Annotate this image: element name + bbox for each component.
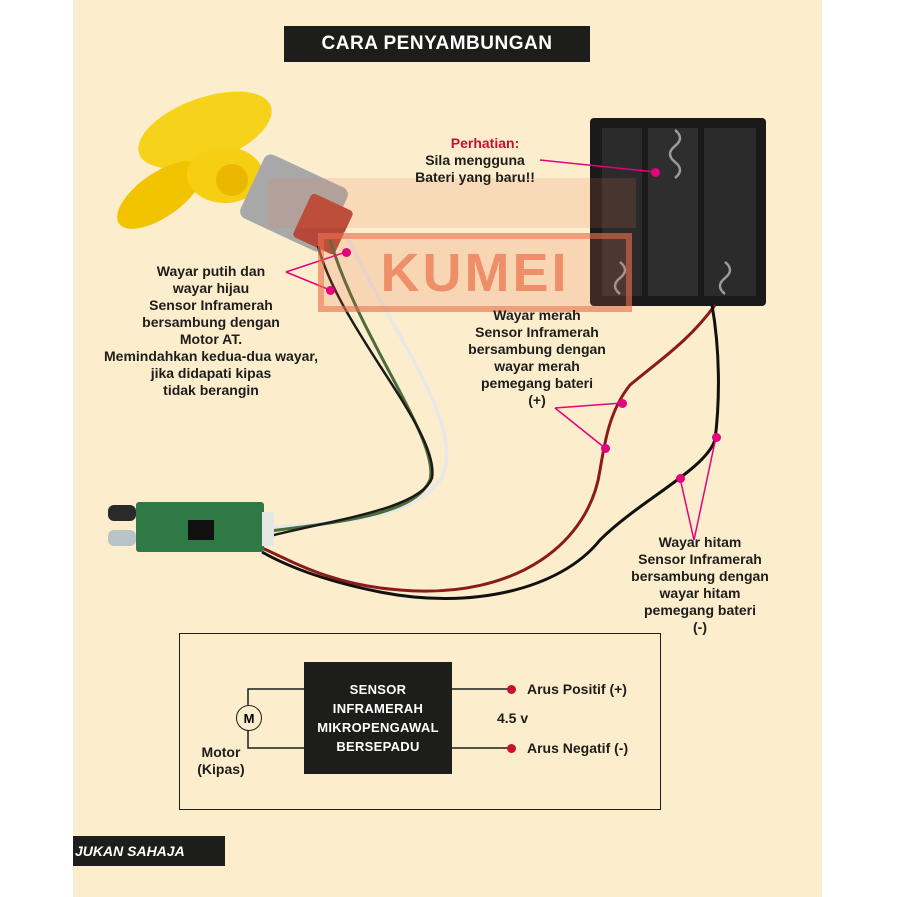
positive-terminal <box>507 685 516 694</box>
motor-icon <box>240 154 353 255</box>
black-wire-note: Wayar hitam Sensor Inframerah bersambung… <box>631 534 769 635</box>
positive-label: Arus Positif (+) <box>527 681 627 697</box>
pointer-dot <box>326 286 335 295</box>
pointer-dot <box>342 248 351 257</box>
watermark: KUMEI <box>318 233 632 312</box>
attention-heading: Perhatian: <box>450 135 520 151</box>
negative-terminal <box>507 744 516 753</box>
pointer-dot <box>651 168 660 177</box>
red-wire <box>261 304 717 593</box>
fan-icon <box>117 91 272 229</box>
negative-label: Arus Negatif (-) <box>527 740 629 756</box>
attention-body: Sila mengguna Bateri yang baru!! <box>415 152 535 185</box>
pointer-dot <box>618 399 627 408</box>
footer-banner: JUKAN SAHAJA <box>73 836 225 866</box>
pointer-dot <box>676 474 685 483</box>
black-wire <box>261 304 720 600</box>
pointer-dot <box>601 444 610 453</box>
white-green-wire-note: Wayar putih dan wayar hijau Sensor Infra… <box>104 263 318 398</box>
sensor-board-icon <box>108 502 274 552</box>
ic-block: SENSOR INFRAMERAH MIKROPENGAWAL BERSEPAD… <box>304 662 452 774</box>
red-wire-note: Wayar merah Sensor Inframerah bersambung… <box>468 307 606 408</box>
watermark-tab <box>268 178 636 228</box>
schematic-wiring <box>247 688 510 749</box>
motor-symbol: M <box>236 705 262 731</box>
schematic-frame <box>179 633 661 810</box>
motor-label: Motor (Kipas) <box>197 744 245 777</box>
battery-holder-icon <box>590 118 766 306</box>
pointer-dot <box>712 433 721 442</box>
voltage-label: 4.5 v <box>497 710 529 726</box>
page-title: CARA PENYAMBUNGAN <box>284 26 590 62</box>
pointer-lines <box>285 159 717 541</box>
